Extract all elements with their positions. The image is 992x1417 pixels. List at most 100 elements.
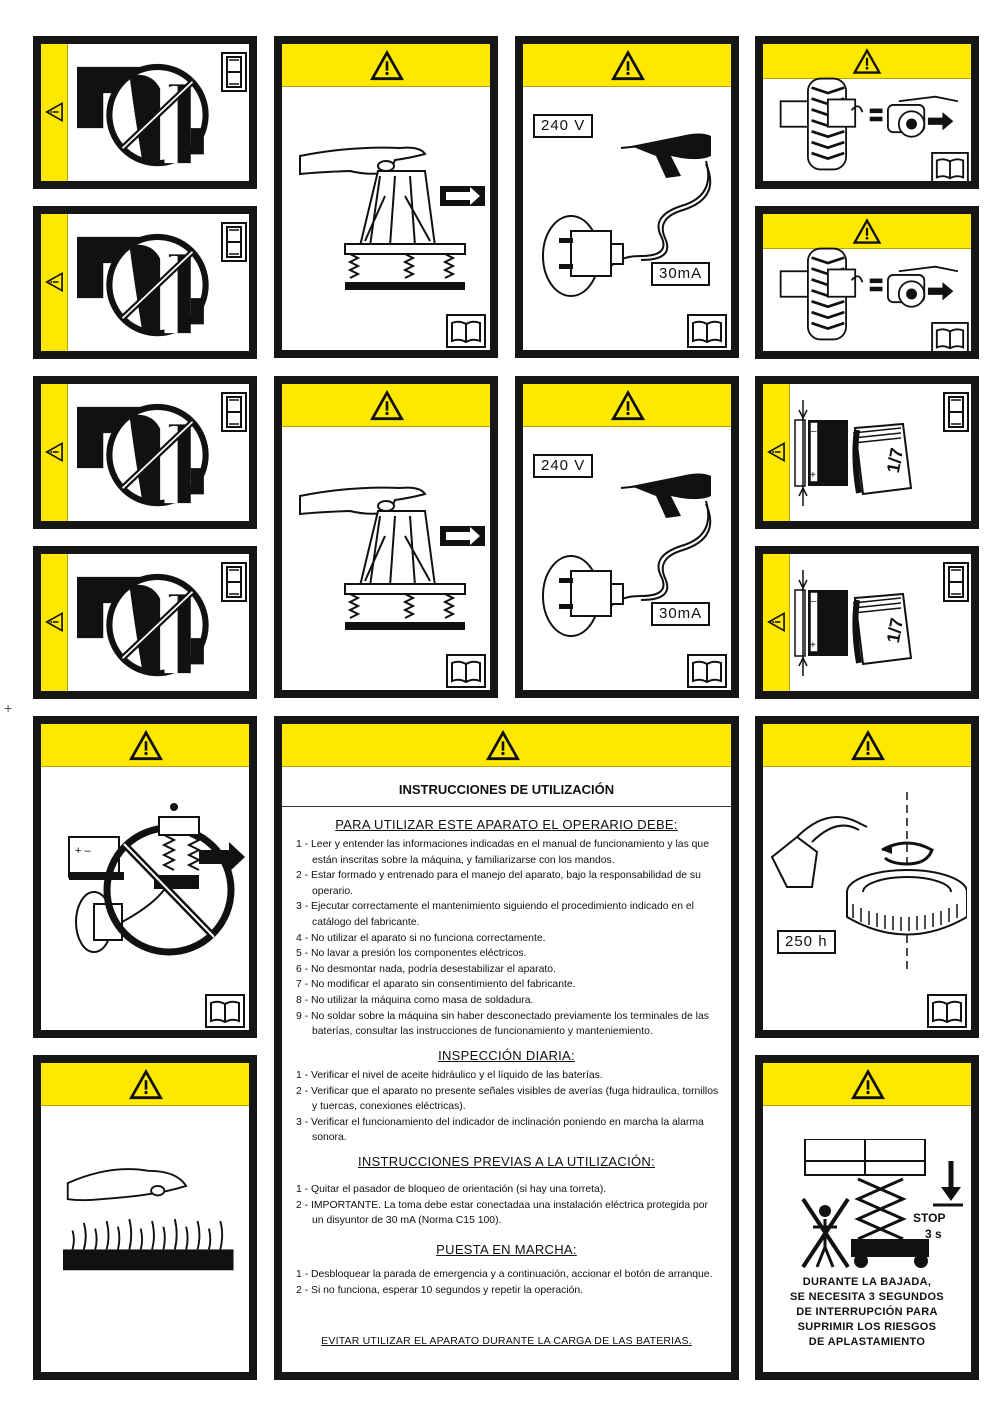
warning-triangle-icon (44, 100, 64, 124)
sticker-no-hand-4 (33, 546, 257, 699)
list-item: 2 - Verificar que el aparato no presente… (296, 1085, 719, 1113)
sticker-electric-2: 240 V 30mA (515, 376, 739, 698)
startup-list: 1 - Desbloquear la parada de emergencia … (296, 1267, 721, 1298)
sticker-battery-1: 1/7 (755, 376, 979, 529)
manual-book-icon (687, 654, 727, 688)
list-item: 3 - Ejecutar correctamente el mantenimie… (296, 901, 694, 928)
no-hand-icon (77, 220, 217, 350)
warning-triangle-icon (766, 440, 786, 464)
manual-book-icon (943, 392, 969, 432)
sticker-crush-hand-1 (274, 36, 498, 358)
warning-triangle-icon (609, 388, 647, 422)
warning-triangle-icon (368, 388, 406, 422)
list-item: 8 - No utilizar la máquina como masa de … (296, 994, 534, 1006)
warning-triangle-icon (44, 610, 64, 634)
sticker-crush-risk: STOP 3 s DURANTE LA BAJADA, SE NECESITA … (755, 1055, 979, 1380)
warning-line: DE APLASTAMIENTO (808, 1336, 926, 1348)
interval-label: 250 h (777, 930, 836, 954)
manual-book-icon (205, 994, 245, 1028)
list-item: 4 - No utilizar el aparato si no funcion… (296, 932, 546, 944)
section-heading-daily-inspection: INSPECCIÓN DIARIA: (438, 1048, 575, 1063)
warning-triangle-icon (851, 216, 883, 246)
list-item: 1 - Desbloquear la parada de emergencia … (296, 1269, 713, 1280)
section-heading-prior-instructions: INSTRUCCIONES PREVIAS A LA UTILIZACIÓN: (357, 1154, 656, 1169)
list-item: 2 - Estar formado y entrenado para el ma… (296, 870, 701, 897)
sticker-no-hand-2 (33, 206, 257, 359)
list-item: 1 - Leer y entender las informaciones in… (296, 839, 709, 866)
sticker-wheel-1 (755, 36, 979, 189)
no-hand-icon (77, 50, 217, 180)
sticker-crush-hand-2 (274, 376, 498, 698)
title-divider (282, 806, 731, 807)
warning-triangle-icon (127, 728, 165, 762)
list-item: 6 - No desmontar nada, podría desestabil… (296, 963, 556, 975)
list-item: 9 - No soldar sobre la máquina sin haber… (296, 1010, 709, 1038)
manual-book-icon (927, 994, 967, 1028)
sticker-electric-1: 240 V 30mA (515, 36, 739, 358)
sticker-no-hand-3 (33, 376, 257, 529)
manual-book-icon (446, 314, 486, 348)
operator-requirements-list: 1 - Leer y entender las informaciones in… (296, 837, 721, 1040)
sticker-battery-2: 1/7 (755, 546, 979, 699)
sticker-lubrication: 250 h (755, 716, 979, 1038)
hand-spring-icon (290, 116, 490, 296)
warning-line: DE INTERRUPCIÓN PARA (796, 1306, 938, 1318)
warning-line: SUPRIMIR LOS RIESGOS (797, 1321, 937, 1333)
prohibition-icon (49, 782, 249, 982)
section-heading-operator: PARA UTILIZAR ESTE APARATO EL OPERARIO D… (335, 817, 678, 832)
registration-mark: + (4, 700, 13, 716)
warning-triangle-icon (44, 440, 64, 464)
manual-book-icon (687, 314, 727, 348)
warning-line: SE NECESITA 3 SEGUNDOS (790, 1291, 944, 1303)
instructions-panel: INSTRUCCIONES DE UTILIZACIÓN PARA UTILIZ… (274, 716, 739, 1380)
sticker-no-modify (33, 716, 257, 1038)
scissor-lift-icon (773, 1139, 963, 1269)
warning-triangle-icon (851, 46, 883, 76)
no-hand-icon (77, 560, 217, 690)
instructions-title: INSTRUCCIONES DE UTILIZACIÓN (398, 782, 615, 797)
voltage-label: 240 V (533, 454, 594, 478)
warning-triangle-icon (849, 1067, 887, 1101)
stop-time-label: 3 s (925, 1227, 942, 1241)
manual-book-icon (446, 654, 486, 688)
manual-book-icon (931, 152, 969, 184)
list-item: 1 - Quitar el pasador de bloqueo de orie… (296, 1184, 607, 1195)
manual-book-icon (221, 52, 247, 92)
hot-surface-icon (63, 1159, 243, 1283)
warning-triangle-icon (484, 728, 522, 762)
manual-book-icon (221, 392, 247, 432)
no-hand-icon (77, 390, 217, 520)
list-item: 3 - Verificar el funcionamiento del indi… (296, 1116, 704, 1144)
current-label: 30mA (651, 602, 711, 626)
warning-triangle-icon (368, 48, 406, 82)
warning-triangle-icon (44, 270, 64, 294)
current-label: 30mA (651, 262, 711, 286)
warning-triangle-icon (849, 728, 887, 762)
section-heading-startup: PUESTA EN MARCHA: (436, 1242, 577, 1257)
voltage-label: 240 V (533, 114, 594, 138)
daily-inspection-list: 1 - Verificar el nivel de aceite hidrául… (296, 1068, 721, 1146)
list-item: 5 - No lavar a presión los componentes e… (296, 948, 527, 960)
sticker-no-hand-1 (33, 36, 257, 189)
list-item: 1 - Verificar el nivel de aceite hidrául… (296, 1070, 603, 1081)
hand-spring-icon (290, 456, 490, 636)
list-item: 2 - Si no funciona, esperar 10 segundos … (296, 1284, 584, 1296)
stop-label: STOP (913, 1211, 946, 1225)
manual-book-icon (931, 322, 969, 354)
warning-triangle-icon (127, 1067, 165, 1101)
manual-book-icon (221, 562, 247, 602)
prior-instructions-list: 1 - Quitar el pasador de bloqueo de orie… (296, 1182, 721, 1229)
list-item: 7 - No modificar el aparato sin consenti… (296, 979, 576, 991)
crush-warning-text: DURANTE LA BAJADA, SE NECESITA 3 SEGUNDO… (763, 1275, 971, 1350)
manual-book-icon (943, 562, 969, 602)
sticker-wheel-2 (755, 206, 979, 359)
battery-charging-warning: EVITAR UTILIZAR EL APARATO DURANTE LA CA… (321, 1335, 692, 1347)
battery-page-label: 1/7 (883, 446, 908, 475)
warning-triangle-icon (766, 610, 786, 634)
list-item: 2 - IMPORTANTE. La toma debe estar conec… (296, 1199, 708, 1227)
sticker-hot-surface (33, 1055, 257, 1380)
warning-triangle-icon (609, 48, 647, 82)
warning-line: DURANTE LA BAJADA, (802, 1276, 932, 1288)
manual-book-icon (221, 222, 247, 262)
battery-page-label: 1/7 (883, 616, 908, 645)
